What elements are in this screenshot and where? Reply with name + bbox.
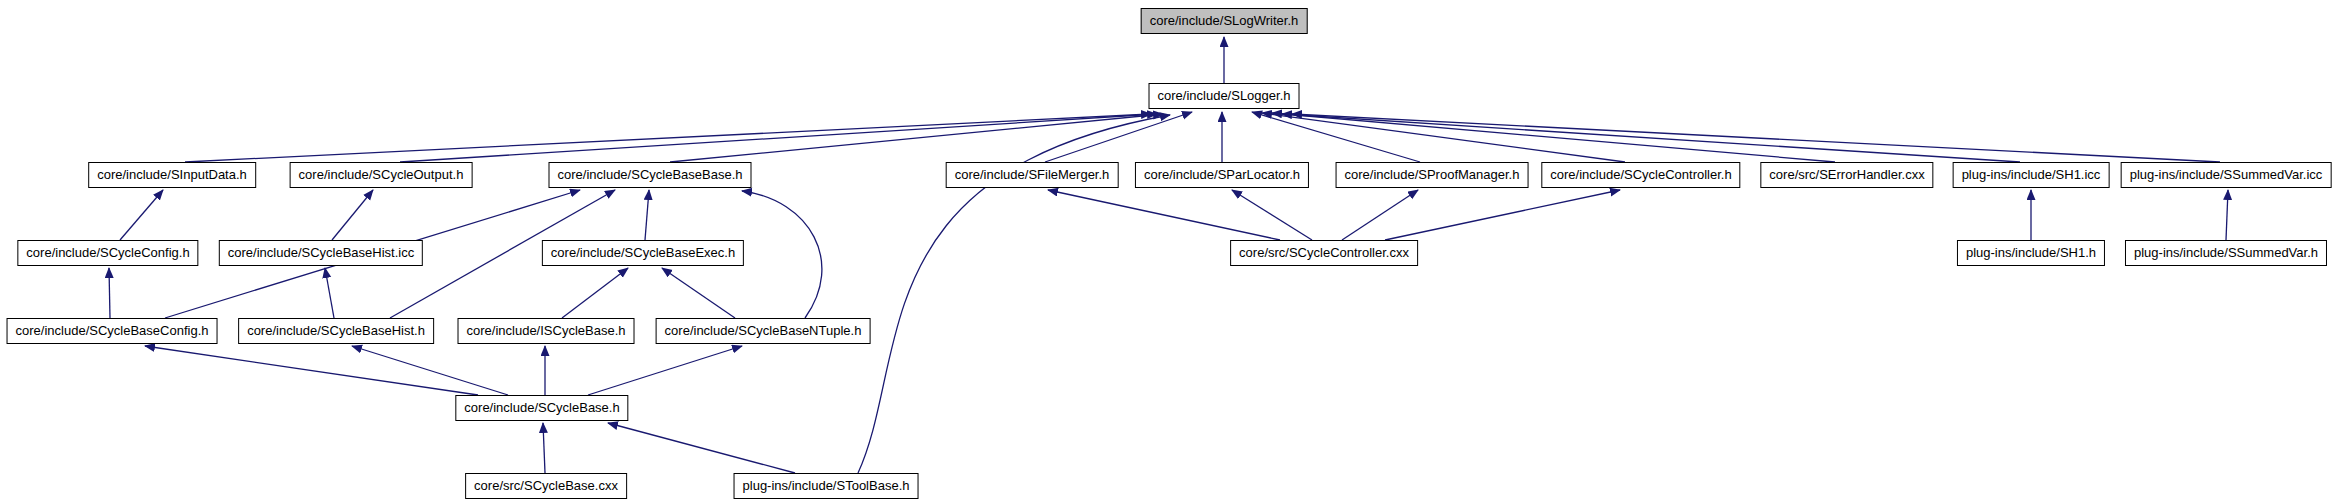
- edge-scyclecontrollercxx-to-scyclecontrollerh: [1385, 190, 1620, 240]
- node-iscyclebase-h[interactable]: core/include/ISCycleBase.h: [458, 318, 635, 344]
- node-scyclecontroller-cxx[interactable]: core/src/SCycleController.cxx: [1230, 240, 1418, 266]
- node-scyclebaseexec-h[interactable]: core/include/SCycleBaseExec.h: [542, 240, 744, 266]
- node-scyclebasehist-h[interactable]: core/include/SCycleBaseHist.h: [238, 318, 434, 344]
- node-sfilemerger-h[interactable]: core/include/SFileMerger.h: [946, 162, 1119, 188]
- edge-scycleconfig-to-sinputdata: [120, 190, 163, 240]
- edge-scyclecontrollercxx-to-sparlocator: [1232, 190, 1312, 240]
- node-sh1-icc[interactable]: plug-ins/include/SH1.icc: [1953, 162, 2110, 188]
- node-scycleconfig-h[interactable]: core/include/SCycleConfig.h: [17, 240, 198, 266]
- node-scyclebase-cxx[interactable]: core/src/SCycleBase.cxx: [465, 473, 627, 499]
- edge-scyclecontrollercxx-to-sfilemerger: [1048, 190, 1280, 240]
- node-scyclebasebase-h[interactable]: core/include/SCycleBaseBase.h: [549, 162, 752, 188]
- edge-scyclebasehisticc-to-scycleoutput: [332, 190, 373, 240]
- node-scyclebasehist-icc[interactable]: core/include/SCycleBaseHist.icc: [219, 240, 423, 266]
- edge-scyclebasentuple-to-scyclebasebase: [742, 191, 822, 318]
- edge-scyclecontrollerh-to-slogger: [1262, 113, 1625, 162]
- node-serrorhandler-cxx[interactable]: core/src/SErrorHandler.cxx: [1760, 162, 1933, 188]
- edge-ssummedvarh-to-ssummedvaricc: [2226, 190, 2228, 240]
- edge-scyclecontrollercxx-to-sproofmanager: [1342, 190, 1418, 240]
- edge-scyclebasecxx-to-scyclebase: [543, 423, 545, 473]
- edge-scyclebasentuple-to-scyclebaseexec: [662, 268, 735, 318]
- node-sproofmanager-h[interactable]: core/include/SProofManager.h: [1336, 162, 1529, 188]
- edge-scyclebasehisth-to-scyclebasehisticc: [325, 268, 334, 318]
- edge-sh1icc-to-slogger: [1282, 114, 2020, 162]
- node-scyclebase-h[interactable]: core/include/SCycleBase.h: [455, 395, 628, 421]
- node-sparlocator-h[interactable]: core/include/SParLocator.h: [1135, 162, 1309, 188]
- node-scycleoutput-h[interactable]: core/include/SCycleOutput.h: [290, 162, 473, 188]
- edge-scyclebaseexec-to-scyclebasebase: [645, 190, 649, 240]
- edge-scycleoutput-to-slogger: [400, 114, 1157, 162]
- edge-sfilemerger-to-slogger: [1045, 112, 1192, 162]
- edge-ssummedvaricc-to-slogger: [1292, 114, 2220, 162]
- edge-serrorhandlercxx-to-slogger: [1272, 113, 1835, 162]
- edge-sinputdata-to-slogger: [185, 114, 1151, 162]
- edge-scyclebase-to-scyclebaseconfig: [145, 346, 478, 395]
- node-ssummedvar-icc[interactable]: plug-ins/include/SSummedVar.icc: [2121, 162, 2332, 188]
- node-scyclebaseconfig-h[interactable]: core/include/SCycleBaseConfig.h: [7, 318, 218, 344]
- edge-scyclebasebase-to-slogger: [670, 114, 1163, 162]
- edge-sproofmanager-to-slogger: [1252, 112, 1420, 162]
- node-slogger-h[interactable]: core/include/SLogger.h: [1149, 83, 1300, 109]
- node-sh1-h[interactable]: plug-ins/include/SH1.h: [1957, 240, 2105, 266]
- edge-scyclebaseconfig-to-scycleconfig: [109, 268, 110, 318]
- node-scyclebasentuple-h[interactable]: core/include/SCycleBaseNTuple.h: [656, 318, 871, 344]
- edge-iscyclebase-to-scyclebaseexec: [562, 268, 628, 318]
- node-stoolbase-h[interactable]: plug-ins/include/SToolBase.h: [734, 473, 919, 499]
- edge-scyclebase-to-scyclebasentuple: [588, 346, 742, 395]
- edge-stoolbase-to-scyclebase: [608, 423, 795, 473]
- node-slogwriter-h[interactable]: core/include/SLogWriter.h: [1141, 8, 1308, 34]
- node-ssummedvar-h[interactable]: plug-ins/include/SSummedVar.h: [2125, 240, 2327, 266]
- edge-scyclebase-to-scyclebasehisth: [352, 346, 508, 395]
- node-scyclecontroller-h[interactable]: core/include/SCycleController.h: [1541, 162, 1740, 188]
- node-sinputdata-h[interactable]: core/include/SInputData.h: [88, 162, 256, 188]
